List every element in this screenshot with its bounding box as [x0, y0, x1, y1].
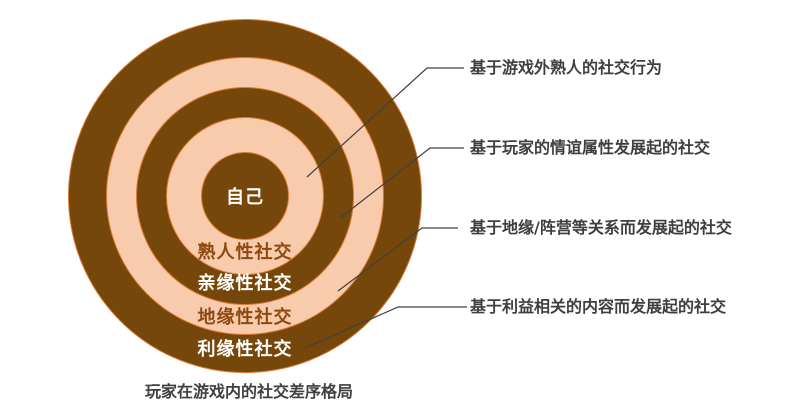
ring-label-liyuan: 利缘性社交 — [197, 339, 293, 360]
callout-qinyuan: 基于玩家的情谊属性发展起的社交 — [470, 138, 711, 157]
ring-label-diyuan: 地缘性社交 — [197, 307, 293, 328]
center-circle: 自己 — [201, 152, 289, 240]
center-label: 自己 — [226, 187, 264, 208]
diagram-caption: 玩家在游戏内的社交差序格局 — [144, 382, 354, 401]
ring-label-qinyuan: 亲缘性社交 — [197, 273, 293, 294]
ring-label-shuren: 熟人性社交 — [197, 242, 293, 263]
callout-shuren: 基于游戏外熟人的社交行为 — [470, 58, 663, 77]
callout-diyuan: 基于地缘/阵营等关系而发展起的社交 — [470, 218, 732, 237]
callout-liyuan: 基于利益相关的内容而发展起的社交 — [470, 297, 727, 316]
